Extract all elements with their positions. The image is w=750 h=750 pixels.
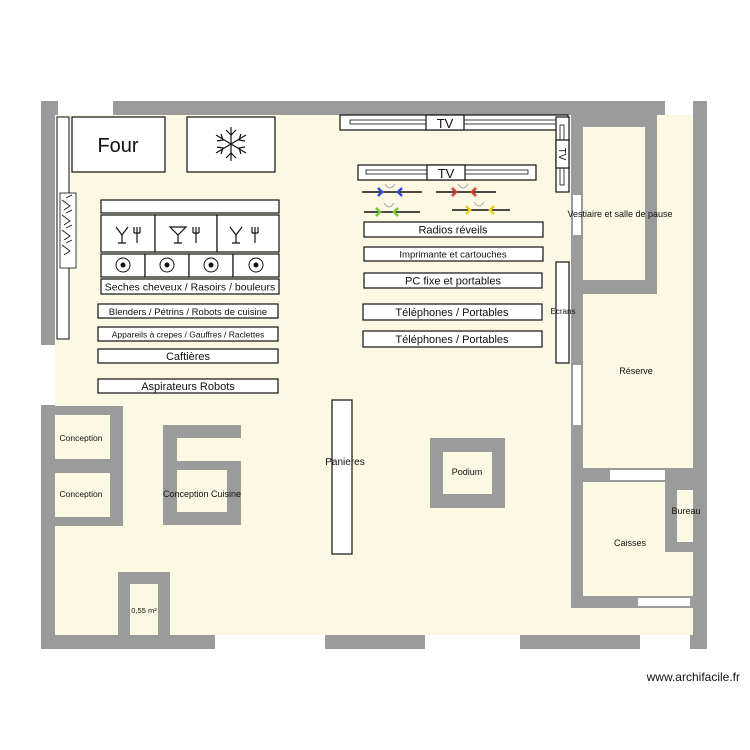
shelf-ecrans-label: Ecrans	[551, 307, 576, 316]
door-bottom-2	[425, 635, 520, 649]
wall-vestiaire-bottom	[583, 280, 655, 294]
shelf-imprimante	[363, 246, 544, 262]
left-hook-unit	[59, 192, 77, 269]
shelf-caftieres	[97, 348, 279, 364]
shelf-aspirateurs-label: Aspirateurs Robots	[141, 381, 235, 393]
shelf-appareils-label: Appareils à crepes / Gauffres / Raclette…	[112, 330, 264, 340]
conception-cuisine-gap-top	[177, 438, 230, 461]
tv-middle-label: TV	[438, 166, 455, 181]
tv-top: TV	[339, 114, 569, 131]
door-bottom-3	[640, 635, 690, 649]
shelf-telephones-1-label: Téléphones / Portables	[395, 307, 509, 319]
shelf-telephones-1	[362, 303, 543, 321]
shelf-telephones-2-label: Téléphones / Portables	[395, 334, 509, 346]
door-top-1	[58, 101, 113, 115]
shelf-imprimante-label: Imprimante et cartouches	[399, 250, 506, 261]
counter-top	[100, 199, 280, 214]
burner-icon	[115, 257, 264, 273]
wall-vestiaire-top	[583, 115, 657, 127]
shelf-seches	[100, 278, 280, 295]
conception-cuisine-notch	[227, 425, 241, 438]
cable-icon	[362, 183, 510, 217]
sink-row	[100, 214, 280, 253]
shelf-radios	[363, 221, 544, 238]
window-left	[41, 345, 55, 405]
shelf-pc	[363, 272, 543, 289]
sink-unit-2	[154, 214, 218, 253]
shelf-radios-label: Radios réveils	[418, 225, 488, 237]
door-vestiaire	[573, 195, 581, 235]
shelf-telephones-2	[362, 330, 543, 348]
shelf-aspirateurs	[97, 378, 279, 394]
tv-top-label: TV	[437, 116, 454, 131]
shelf-blenders	[97, 303, 279, 319]
sink-unit-3	[216, 214, 280, 253]
door-caisses	[638, 598, 690, 606]
tv-vertical-label: TV	[556, 148, 567, 161]
four-box	[71, 116, 166, 173]
conception-box-1-inner	[55, 415, 110, 459]
door-reserve	[573, 365, 581, 425]
watermark-text: www.archifacile.fr	[646, 670, 740, 684]
room-area-small-label: 0,55 m²	[131, 606, 157, 615]
door-top-2	[665, 101, 693, 115]
podium-inner	[443, 452, 492, 494]
room-vestiaire-label: Vestiaire et salle de pause	[567, 209, 672, 219]
shelf-blenders-label: Blenders / Pétrins / Robots de cuisine	[109, 307, 267, 318]
snowflake-icon	[215, 127, 247, 161]
room-reserve-label: Réserve	[619, 366, 653, 376]
shelf-pc-label: PC fixe et portables	[405, 276, 501, 288]
floor-area	[55, 115, 693, 635]
conception-cuisine-gap-top-right	[230, 438, 241, 461]
tv-middle: TV	[357, 164, 537, 181]
door-reserve-bottom	[610, 470, 665, 480]
room-podium-label: Podium	[452, 467, 483, 477]
room-conception-cuisine-label: Conception Cuisine	[163, 489, 241, 499]
room-conception-1-label: Conception	[59, 433, 102, 443]
shelf-panieres-label: Panieres	[325, 457, 364, 468]
shelf-appareils	[97, 326, 279, 342]
glass-icon	[115, 226, 259, 244]
door-bottom-1	[215, 635, 325, 649]
hook-icon	[61, 194, 73, 256]
room-bureau-label: Bureau	[671, 506, 700, 516]
shelf-panieres	[331, 399, 353, 555]
wall-vestiaire-right	[645, 127, 657, 294]
room-conception-2-label: Conception	[59, 489, 102, 499]
shelf-seches-label: Seches cheveux / Rasoirs / bouleurs	[105, 282, 275, 294]
conception-box-2-inner	[55, 473, 110, 517]
burner-row	[100, 253, 280, 278]
shelf-ecrans	[555, 261, 570, 364]
shelf-caftieres-label: Caftières	[166, 351, 211, 363]
tv-vertical: TV	[555, 116, 570, 193]
room-caisses-label: Caisses	[614, 538, 647, 548]
small-room-inner	[130, 584, 158, 635]
bureau-inner	[677, 490, 693, 542]
four-label: Four	[97, 135, 138, 157]
conception-cuisine-gap-inner	[177, 470, 227, 512]
wall-caisses-left	[571, 482, 583, 608]
sink-unit-1	[100, 214, 156, 253]
